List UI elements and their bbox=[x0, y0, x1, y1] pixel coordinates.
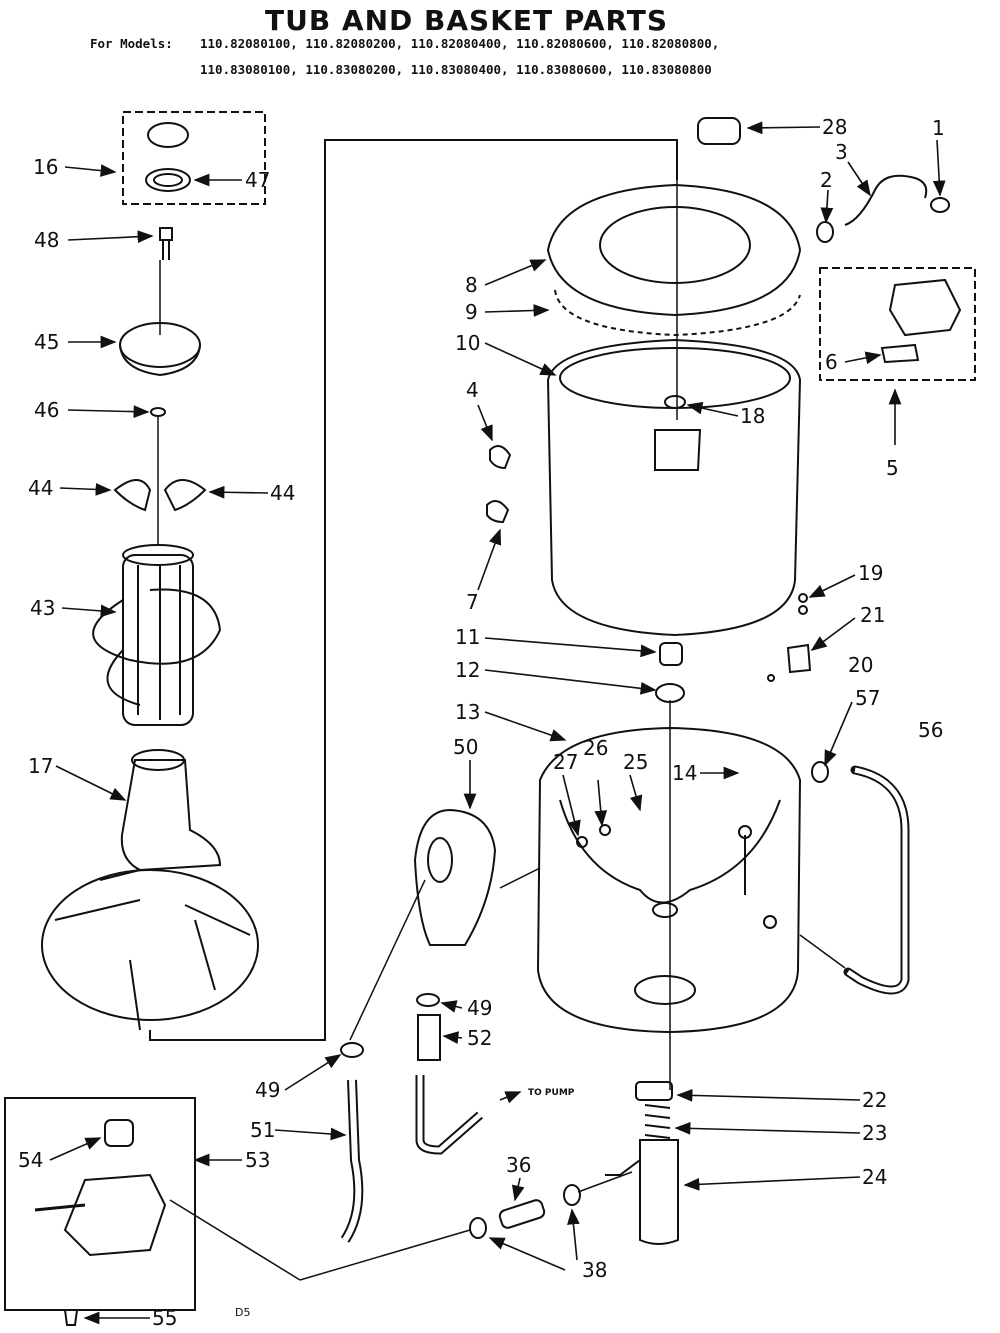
callout-54: 54 bbox=[18, 1148, 44, 1172]
callout-36: 36 bbox=[506, 1153, 532, 1177]
bracket-part bbox=[888, 278, 962, 337]
footer-code: D5 bbox=[235, 1306, 251, 1319]
models-prefix: For Models: bbox=[90, 36, 173, 51]
callout-14: 14 bbox=[672, 761, 698, 785]
coupling-36-part bbox=[498, 1199, 546, 1229]
clamp-2-part bbox=[816, 221, 834, 243]
nozzle-part bbox=[697, 117, 741, 145]
callout-53: 53 bbox=[245, 1148, 271, 1172]
callout-5: 5 bbox=[886, 456, 899, 480]
callout-7: 7 bbox=[466, 590, 479, 614]
callout-46: 46 bbox=[34, 398, 60, 422]
dog-ears-part bbox=[113, 479, 207, 512]
callout-55: 55 bbox=[152, 1306, 178, 1330]
seal-22-part bbox=[635, 1081, 673, 1101]
clip-4-part bbox=[489, 445, 512, 470]
cap-kit-box bbox=[122, 111, 266, 205]
agitator-bolt-part bbox=[159, 227, 173, 260]
overflow-hose-part bbox=[843, 765, 910, 995]
coupling-52-part bbox=[417, 1014, 441, 1061]
callout-13: 13 bbox=[455, 700, 481, 724]
callout-1: 1 bbox=[932, 116, 945, 140]
hub-seal-part bbox=[655, 683, 685, 703]
spanner-nut-part bbox=[659, 642, 683, 666]
callout-43: 43 bbox=[30, 596, 56, 620]
callout-21: 21 bbox=[860, 603, 886, 627]
drive-unit-part bbox=[63, 1173, 167, 1257]
clamp-57-part bbox=[811, 761, 829, 783]
screw-55-part bbox=[63, 1309, 79, 1326]
callout-47: 47 bbox=[245, 168, 271, 192]
callout-8: 8 bbox=[465, 273, 478, 297]
callout-17: 17 bbox=[28, 754, 54, 778]
callout-10: 10 bbox=[455, 331, 481, 355]
pressure-fitting-part bbox=[786, 643, 812, 674]
callout-44-left: 44 bbox=[28, 476, 54, 500]
callout-23: 23 bbox=[862, 1121, 888, 1145]
callout-26: 26 bbox=[583, 736, 609, 760]
shield-part bbox=[880, 343, 920, 364]
callout-18: 18 bbox=[740, 404, 766, 428]
agitator-cap-part bbox=[147, 122, 189, 148]
washer-part bbox=[150, 407, 166, 417]
callout-20: 20 bbox=[848, 653, 874, 677]
bracket-kit-box bbox=[819, 267, 976, 381]
callout-52: 52 bbox=[467, 1026, 493, 1050]
cap-54-part bbox=[104, 1119, 134, 1147]
callout-4: 4 bbox=[466, 378, 479, 402]
callout-2: 2 bbox=[820, 168, 833, 192]
callout-25: 25 bbox=[623, 750, 649, 774]
diagram-title: TUB AND BASKET PARTS bbox=[265, 4, 669, 37]
clip-7-part bbox=[486, 500, 510, 524]
outer-tub-part bbox=[536, 726, 802, 1034]
callout-44-right: 44 bbox=[270, 481, 296, 505]
callout-9: 9 bbox=[465, 300, 478, 324]
callout-38: 38 bbox=[582, 1258, 608, 1282]
inlet-hose-part bbox=[844, 174, 928, 226]
pipe-24-part bbox=[639, 1139, 679, 1245]
pump-part bbox=[413, 808, 497, 946]
basket-nut-part bbox=[664, 395, 686, 409]
callout-57: 57 bbox=[855, 686, 881, 710]
callout-27: 27 bbox=[553, 750, 579, 774]
callout-56: 56 bbox=[918, 718, 944, 742]
clamp-1-part bbox=[930, 197, 950, 213]
seal-49b-part bbox=[416, 993, 440, 1007]
motor-kit-box bbox=[4, 1097, 196, 1311]
callout-24: 24 bbox=[862, 1165, 888, 1189]
clamp-38a-part bbox=[563, 1184, 581, 1206]
cap-seal-ring-part bbox=[145, 168, 191, 192]
models-row-1: 110.82080100, 110.82080200, 110.82080400… bbox=[200, 36, 720, 51]
basket-part bbox=[546, 338, 802, 637]
callout-45: 45 bbox=[34, 330, 60, 354]
callout-16: 16 bbox=[33, 155, 59, 179]
agitator-base-part bbox=[120, 759, 222, 872]
callout-22: 22 bbox=[862, 1088, 888, 1112]
callout-3: 3 bbox=[835, 140, 848, 164]
clamp-38b-part bbox=[469, 1217, 487, 1239]
callout-19: 19 bbox=[858, 561, 884, 585]
callout-11: 11 bbox=[455, 625, 481, 649]
callout-49-left: 49 bbox=[255, 1078, 281, 1102]
callout-12: 12 bbox=[455, 658, 481, 682]
spring-23-part bbox=[644, 1104, 671, 1139]
to-pump-label: TO PUMP bbox=[528, 1088, 575, 1098]
models-row-2: 110.83080100, 110.83080200, 110.83080400… bbox=[200, 62, 712, 77]
agitator-auger-part bbox=[122, 554, 194, 726]
callout-6: 6 bbox=[825, 350, 838, 374]
callout-28: 28 bbox=[822, 115, 848, 139]
seal-49a-part bbox=[340, 1042, 364, 1058]
callout-51: 51 bbox=[250, 1118, 276, 1142]
callout-49-right: 49 bbox=[467, 996, 493, 1020]
callout-48: 48 bbox=[34, 228, 60, 252]
callout-50: 50 bbox=[453, 735, 479, 759]
tub-ring-part bbox=[546, 183, 802, 317]
